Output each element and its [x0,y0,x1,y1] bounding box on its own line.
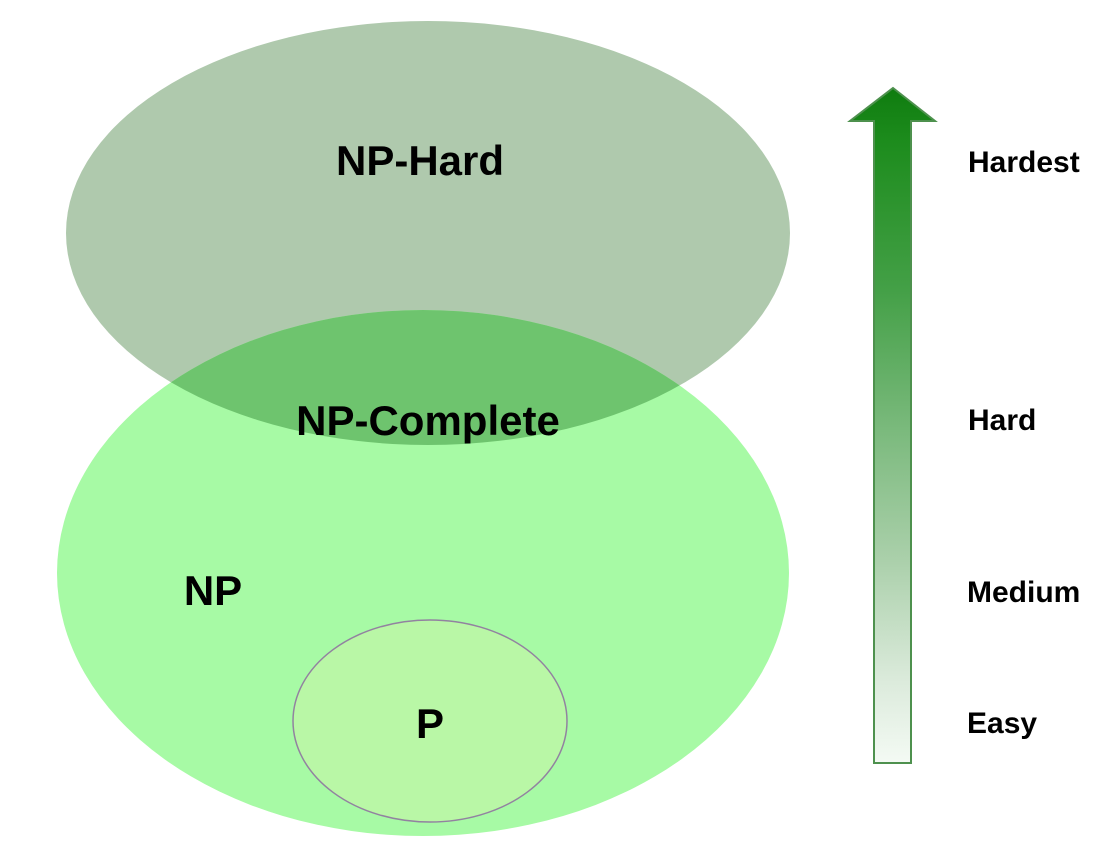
scale-label-hardest: Hardest [968,146,1080,179]
np-label: NP [184,567,242,614]
np-complete-label: NP-Complete [296,397,560,444]
p-ellipse [292,619,568,823]
scale-label-medium: Medium [967,576,1080,609]
np-hard-ellipse [66,21,790,445]
np-ellipse [57,310,789,836]
np-hard-label: NP-Hard [336,137,504,184]
p-label: P [416,700,444,747]
scale-label-easy: Easy [967,707,1037,740]
scale-label-hard: Hard [968,404,1036,437]
difficulty-arrow-icon [847,86,938,764]
